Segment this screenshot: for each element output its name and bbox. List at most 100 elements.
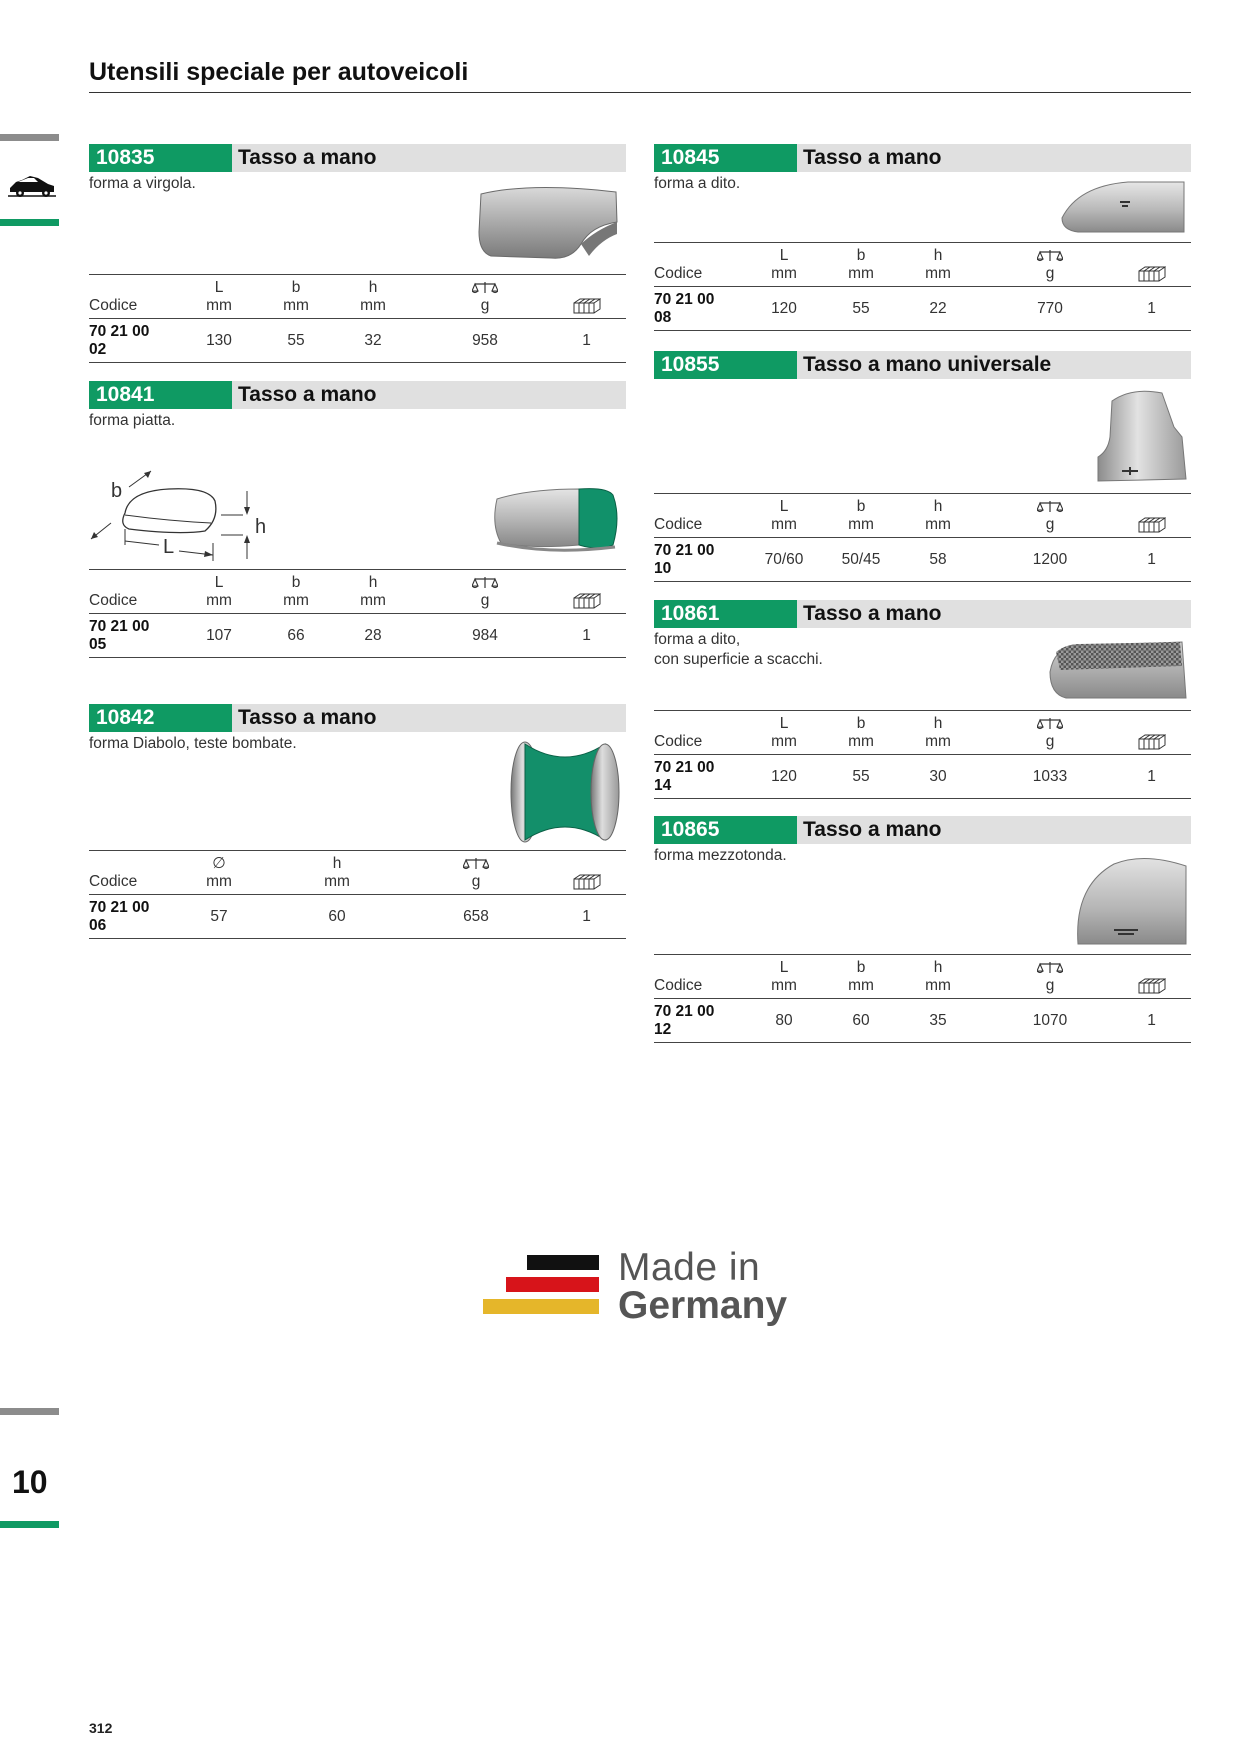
section-header: 10835 Tasso a mano	[89, 144, 626, 172]
section-header: 10865 Tasso a mano	[654, 816, 1191, 844]
product-photo-half-round-dolly	[1077, 857, 1187, 945]
col-b: b	[291, 574, 301, 591]
product-name: Tasso a mano	[238, 706, 377, 729]
unit-mm: mm	[925, 265, 951, 282]
unit-g: g	[1045, 516, 1055, 533]
unit-mm: mm	[925, 733, 951, 750]
weight-icon	[988, 955, 1112, 978]
unit-mm: mm	[206, 297, 232, 314]
col-codice: Codice	[89, 873, 138, 890]
side-tab-top-green	[0, 219, 59, 226]
unit-mm: mm	[848, 977, 874, 994]
side-tab-bottom-green	[0, 1521, 59, 1528]
product-name: Tasso a mano universale	[803, 353, 1052, 376]
product-description: forma a dito.	[654, 175, 741, 192]
weight-icon	[988, 494, 1112, 517]
product-section-10865: 10865 Tasso a mano forma mezzotonda. L b…	[654, 816, 1191, 1043]
product-code: 10845	[654, 144, 797, 172]
product-photo-checkered-dolly	[1049, 641, 1187, 699]
col-b: b	[856, 498, 866, 515]
table-row: 70 21 00 06 57 60 658 1	[89, 894, 626, 939]
package-icon	[1112, 265, 1191, 287]
unit-g: g	[480, 297, 490, 314]
unit-mm: mm	[283, 297, 309, 314]
product-code: 10865	[654, 816, 797, 844]
col-h: h	[933, 959, 943, 976]
unit-mm: mm	[848, 265, 874, 282]
col-codice: Codice	[89, 297, 138, 314]
unit-mm: mm	[848, 733, 874, 750]
weight-icon	[423, 570, 547, 593]
product-name: Tasso a mano	[238, 383, 377, 406]
spec-table: L b h Codice mm mm mm g 70 21 00 12 80 6…	[654, 954, 1191, 1043]
col-codice: Codice	[654, 265, 703, 282]
table-row: 70 21 00 14 120 55 30 1033 1	[654, 754, 1191, 799]
section-header: 10842 Tasso a mano	[89, 704, 626, 732]
col-diameter: ∅	[212, 855, 226, 872]
section-header: 10861 Tasso a mano	[654, 600, 1191, 628]
col-L: L	[779, 959, 789, 976]
unit-mm: mm	[206, 592, 232, 609]
package-icon	[1112, 516, 1191, 538]
spec-table: ∅ h Codice mm mm g 70 21 00 06 57 60 658…	[89, 850, 626, 939]
product-description: forma piatta.	[89, 412, 176, 429]
col-L: L	[779, 498, 789, 515]
product-description: forma mezzotonda.	[654, 847, 787, 864]
col-L: L	[214, 574, 224, 591]
product-photo-universal-dolly	[1097, 390, 1187, 482]
col-h: h	[368, 279, 378, 296]
page-number: 312	[89, 1720, 113, 1736]
product-code: 10855	[654, 351, 797, 379]
table-row: 70 21 00 05 107 66 28 984 1	[89, 613, 626, 658]
product-section-10835: 10835 Tasso a mano forma a virgola. L b …	[89, 144, 626, 363]
col-h: h	[332, 855, 342, 872]
col-h: h	[933, 498, 943, 515]
unit-mm: mm	[925, 977, 951, 994]
dim-label-L: L	[163, 536, 174, 558]
product-description: forma a dito,	[654, 631, 741, 648]
unit-g: g	[1045, 265, 1055, 282]
product-description-line2: con superficie a scacchi.	[654, 651, 823, 668]
product-name: Tasso a mano	[803, 146, 942, 169]
package-icon	[547, 873, 626, 895]
unit-mm: mm	[925, 516, 951, 533]
product-photo-diabolo-dolly	[510, 741, 620, 843]
package-icon	[1112, 977, 1191, 999]
package-icon	[1112, 733, 1191, 755]
unit-mm: mm	[771, 733, 797, 750]
unit-mm: mm	[771, 516, 797, 533]
table-row: 70 21 00 10 70/60 50/45 58 1200 1	[654, 537, 1191, 582]
section-header: 10841 Tasso a mano	[89, 381, 626, 409]
spec-table: L b h Codice mm mm mm g 70 21 00 14 120 …	[654, 710, 1191, 799]
product-name: Tasso a mano	[803, 818, 942, 841]
unit-mm: mm	[206, 873, 232, 890]
table-row: 70 21 00 08 120 55 22 770 1	[654, 286, 1191, 331]
flag-stripe-black	[527, 1255, 599, 1270]
flag-stripe-gold	[483, 1299, 599, 1314]
flag-stripe-red	[506, 1277, 599, 1292]
side-tab-top-gray	[0, 134, 59, 141]
section-header: 10855 Tasso a mano universale	[654, 351, 1191, 379]
section-header: 10845 Tasso a mano	[654, 144, 1191, 172]
col-codice: Codice	[89, 592, 138, 609]
unit-mm: mm	[283, 592, 309, 609]
col-b: b	[856, 715, 866, 732]
weight-icon	[988, 711, 1112, 734]
product-photo-flat-dolly	[494, 488, 618, 552]
car-icon	[8, 176, 56, 197]
chapter-number: 10	[12, 1464, 48, 1500]
germany-label: Germany	[618, 1284, 788, 1327]
unit-mm: mm	[771, 265, 797, 282]
spec-table: L b h Codice mm mm mm g 70 21 00 02 130 …	[89, 274, 626, 363]
product-code: 10841	[89, 381, 232, 409]
col-b: b	[856, 959, 866, 976]
page-title: Utensili speciale per autoveicoli	[89, 58, 469, 86]
product-description: forma Diabolo, teste bombate.	[89, 735, 297, 752]
product-code: 10835	[89, 144, 232, 172]
table-row: 70 21 00 12 80 60 35 1070 1	[654, 998, 1191, 1043]
table-row: 70 21 00 02 130 55 32 958 1	[89, 318, 626, 363]
title-divider	[89, 92, 1191, 93]
made-in-label: Made in	[618, 1246, 761, 1289]
col-h: h	[933, 247, 943, 264]
package-icon	[547, 592, 626, 614]
